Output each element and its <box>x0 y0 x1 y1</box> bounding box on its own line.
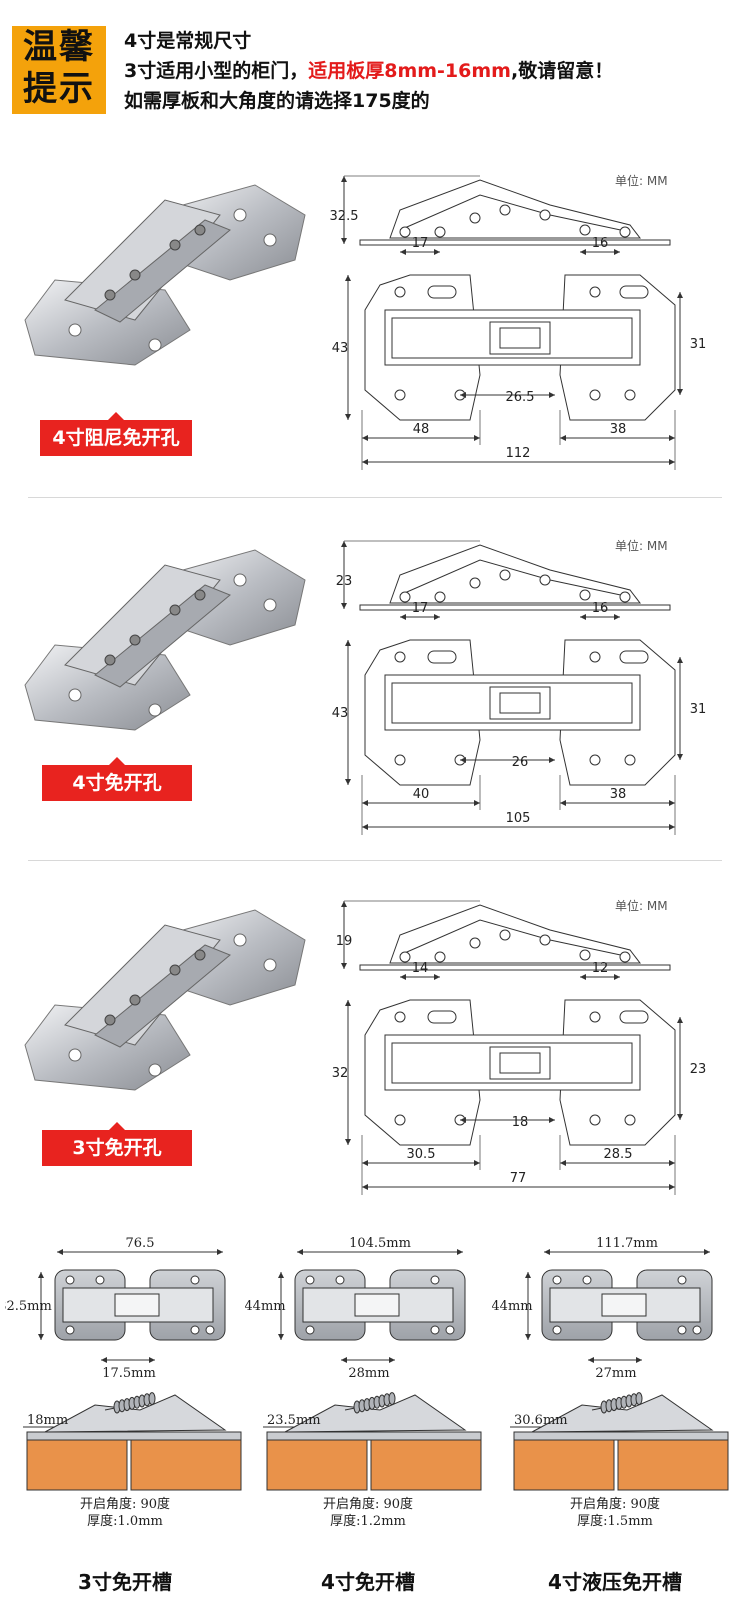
gap-label: 28mm <box>348 1366 389 1381</box>
product-name: 4寸免开槽 <box>321 1570 415 1594</box>
total-width-label: 105 <box>506 811 531 826</box>
hinge-comparison: 111.7mm 44mm 27mm 30.6mm <box>492 1236 729 1491</box>
opening-angle: 开启角度: 90度 <box>569 1497 661 1512</box>
spec-block: 开启角度: 90度厚度:1.0mm <box>35 1496 215 1530</box>
gap-label: 17.5mm <box>102 1366 156 1381</box>
height-label: 44mm <box>492 1299 533 1314</box>
right-hole-label: 16 <box>592 601 609 616</box>
right-width-label: 38 <box>610 787 627 802</box>
notice-badge: 温馨 提示 <box>12 26 106 114</box>
right-width-label: 28.5 <box>604 1147 633 1162</box>
product-name: 4寸液压免开槽 <box>548 1570 682 1594</box>
width-label: 76.5 <box>126 1236 155 1251</box>
gap-label: 18 <box>512 1115 529 1130</box>
right-height-label: 31 <box>690 337 707 352</box>
hinge-comparison: 104.5mm 44mm 28mm 23.5mm <box>245 1236 482 1491</box>
gap-label: 26.5 <box>506 390 535 405</box>
product-tag: 4寸免开孔 <box>42 757 192 801</box>
hinge-photo <box>24 549 306 731</box>
gap-label: 26 <box>512 755 529 770</box>
side-height-label: 23.5mm <box>267 1413 321 1428</box>
notice-line-2-red: 适用板厚8mm-16mm <box>308 60 511 82</box>
width-label: 111.7mm <box>596 1236 658 1251</box>
height-label: 19 <box>336 934 353 949</box>
total-width-label: 77 <box>510 1171 527 1186</box>
dimension-drawing: 23 17 16 43 31 26 40 38 105 <box>332 540 707 835</box>
left-width-label: 48 <box>413 422 430 437</box>
height-label: 32.5mm <box>5 1299 52 1314</box>
right-width-label: 38 <box>610 422 627 437</box>
hinge-photo <box>24 909 306 1091</box>
dimension-drawing: 19 14 12 32 23 18 30.5 28.5 77 <box>332 900 707 1195</box>
spec-block: 开启角度: 90度厚度:1.2mm <box>278 1496 458 1530</box>
product-section: 4寸免开孔 单位: MM 23 17 16 43 31 26 40 38 105 <box>0 515 750 855</box>
right-hole-label: 16 <box>592 236 609 251</box>
notice-line-2a: 3寸适用小型的柜门， <box>124 60 309 82</box>
unit-label: 单位: MM <box>615 539 668 553</box>
left-height-label: 43 <box>332 341 349 356</box>
badge-line-2: 提示 <box>23 69 95 109</box>
hinge-comparison: 76.5 32.5mm 17.5mm 18mm <box>5 1236 242 1491</box>
notice-line-2: 3寸适用小型的柜门，适用板厚8mm-16mm,敬请留意！ <box>124 56 613 86</box>
notice-text: 4寸是常规尺寸 3寸适用小型的柜门，适用板厚8mm-16mm,敬请留意！ 如需厚… <box>124 26 613 116</box>
opening-angle: 开启角度: 90度 <box>322 1497 414 1512</box>
dimension-drawing: 32.5 17 16 43 31 26.5 48 38 112 <box>330 175 707 470</box>
left-hole-label: 14 <box>412 961 429 976</box>
left-height-label: 43 <box>332 706 349 721</box>
product-name: 3寸免开槽 <box>78 1570 172 1594</box>
left-hole-label: 17 <box>412 601 429 616</box>
product-section: 4寸阻尼免开孔 单位: MM 32.5 17 16 43 31 26.5 48 38 112 <box>0 150 750 490</box>
right-height-label: 31 <box>690 702 707 717</box>
product-tag: 3寸免开孔 <box>42 1122 192 1166</box>
hinge-photo <box>24 184 306 366</box>
total-width-label: 112 <box>506 446 531 461</box>
left-height-label: 32 <box>332 1066 349 1081</box>
left-width-label: 30.5 <box>407 1147 436 1162</box>
side-height-label: 30.6mm <box>514 1413 568 1428</box>
right-hole-label: 12 <box>592 961 609 976</box>
unit-label: 单位: MM <box>615 899 668 913</box>
badge-line-1: 温馨 <box>23 27 95 67</box>
height-label: 32.5 <box>330 209 358 224</box>
spec-block: 开启角度: 90度厚度:1.5mm <box>525 1496 705 1530</box>
right-height-label: 23 <box>690 1062 707 1077</box>
product-section: 3寸免开孔 单位: MM 19 14 12 32 23 18 30.5 28.5 77 <box>0 875 750 1215</box>
thickness: 厚度:1.0mm <box>87 1514 163 1529</box>
thickness: 厚度:1.2mm <box>330 1514 406 1529</box>
divider <box>28 497 722 498</box>
left-hole-label: 17 <box>412 236 429 251</box>
height-label: 44mm <box>245 1299 286 1314</box>
side-height-label: 18mm <box>27 1413 68 1428</box>
height-label: 23 <box>336 574 353 589</box>
notice-line-3: 如需厚板和大角度的请选择175度的 <box>124 90 430 112</box>
opening-angle: 开启角度: 90度 <box>79 1497 171 1512</box>
divider <box>28 860 722 861</box>
thickness: 厚度:1.5mm <box>577 1514 653 1529</box>
notice-line-1: 4寸是常规尺寸 <box>124 30 252 52</box>
width-label: 104.5mm <box>349 1236 411 1251</box>
notice-line-2b: ,敬请留意！ <box>510 60 614 82</box>
unit-label: 单位: MM <box>615 174 668 188</box>
gap-label: 27mm <box>595 1366 636 1381</box>
product-tag: 4寸阻尼免开孔 <box>40 412 192 456</box>
left-width-label: 40 <box>413 787 430 802</box>
